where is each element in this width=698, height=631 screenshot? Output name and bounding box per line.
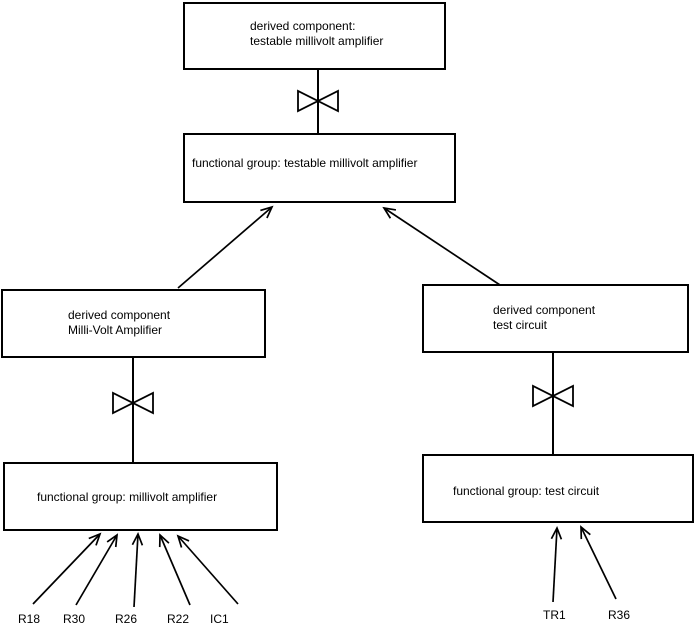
component-label-r30: R30 (63, 612, 86, 626)
box-left-derived-component: derived component Milli-Volt Amplifier (1, 289, 266, 358)
box-top-derived-component: derived component: testable millivolt am… (183, 2, 446, 70)
arrow-left-derived-to-top-functional (177, 205, 274, 289)
component-label-ic1: IC1 (210, 612, 229, 626)
box-left-functional-group: functional group: millivolt amplifier (3, 462, 278, 531)
component-label-tr1: TR1 (543, 608, 566, 622)
arrow-r26 (131, 531, 144, 608)
arrow-right-derived-to-top-functional (382, 206, 501, 286)
arrow-r22 (158, 533, 191, 606)
component-label-r18: R18 (18, 612, 41, 626)
arrow-ic1 (176, 534, 239, 605)
box-top-functional-group: functional group: testable millivolt amp… (183, 133, 456, 203)
box-label: test circuit (493, 318, 548, 332)
box-right-derived-component: derived component test circuit (422, 284, 689, 353)
component-label-r22: R22 (167, 612, 190, 626)
arrow-r18 (32, 532, 102, 605)
box-label: derived component (493, 303, 596, 317)
box-label: derived component: (250, 19, 356, 33)
component-label-r26: R26 (115, 612, 138, 626)
component-label-r36: R36 (608, 608, 631, 622)
arrow-r36 (580, 525, 617, 600)
arrow-r30 (75, 533, 119, 606)
box-label: functional group: test circuit (453, 484, 600, 498)
bowtie-icon (532, 384, 574, 408)
box-right-functional-group: functional group: test circuit (422, 454, 694, 523)
box-label: functional group: testable millivolt amp… (192, 156, 418, 170)
bowtie-icon (297, 89, 339, 113)
bowtie-icon (112, 391, 154, 415)
box-label: Milli-Volt Amplifier (68, 323, 163, 337)
box-label: derived component (68, 308, 171, 322)
box-label: testable millivolt amplifier (250, 34, 384, 48)
arrow-tr1 (550, 525, 563, 603)
box-label: functional group: millivolt amplifier (37, 490, 218, 504)
